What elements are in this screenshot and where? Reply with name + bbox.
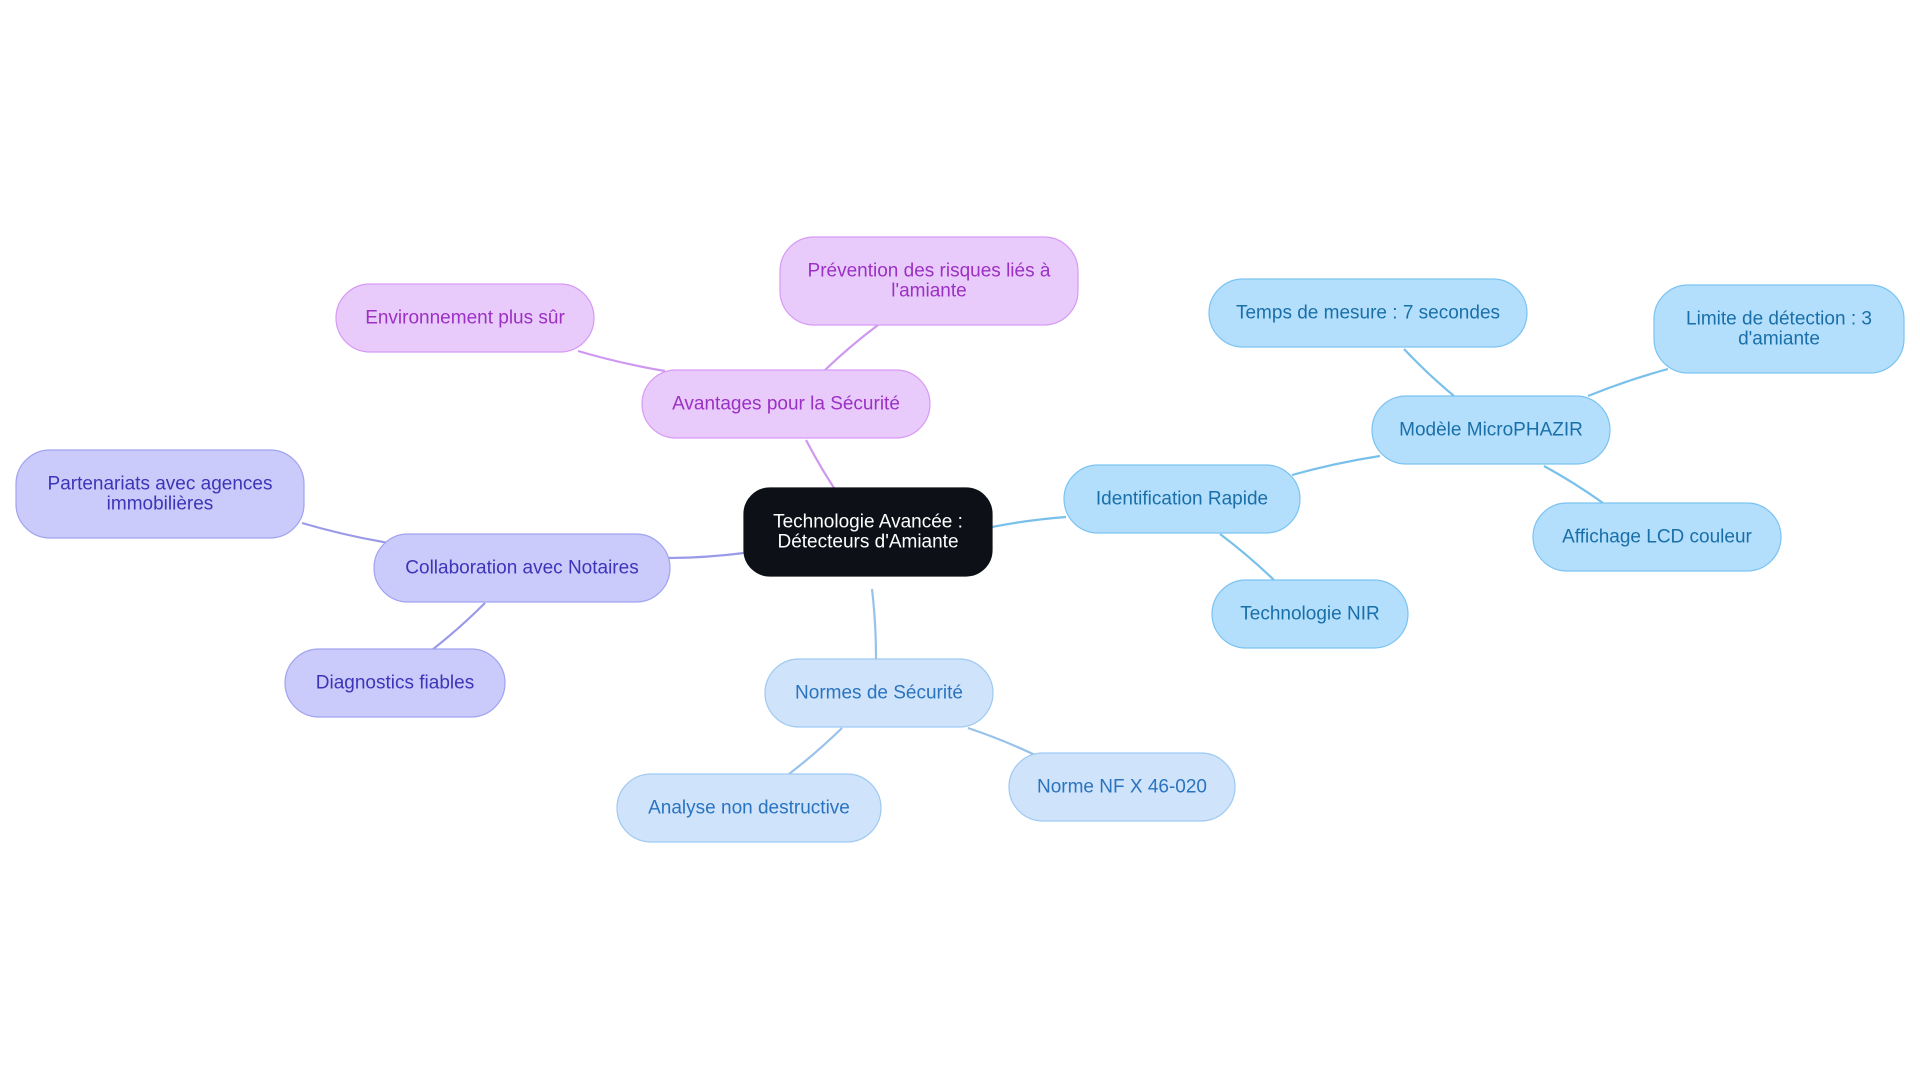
edge-prevention (824, 324, 879, 371)
node-label-line: Modèle MicroPHAZIR (1399, 420, 1583, 441)
edge-temps (1403, 348, 1455, 397)
node-box (1208, 278, 1528, 348)
node-label-line: Analyse non destructive (648, 798, 850, 819)
edge-lcd (1543, 465, 1604, 504)
node-box (779, 236, 1079, 326)
node-label-line: Norme NF X 46-020 (1037, 777, 1207, 798)
node-label-line: Normes de Sécurité (795, 683, 963, 704)
node-label-line: d'amiante (1738, 329, 1820, 350)
node-box (15, 449, 305, 539)
edge-normes (870, 588, 878, 661)
node-label-line: Identification Rapide (1096, 489, 1268, 510)
node-box (1211, 579, 1409, 649)
edge-nir (1219, 533, 1275, 581)
node-box (743, 487, 993, 577)
node-box (616, 773, 882, 843)
node-label-line: Technologie NIR (1240, 604, 1379, 625)
edge-analyse (788, 727, 843, 775)
node-label-line: l'amiante (891, 281, 966, 302)
node-label-line: Limite de détection : 3 (1686, 309, 1872, 330)
node-normes[interactable]: Normes de Sécurité (764, 658, 994, 728)
node-environnement[interactable]: Environnement plus sûr (335, 283, 595, 353)
node-prevention[interactable]: Prévention des risques liés àl'amiante (779, 236, 1079, 326)
node-box (1371, 395, 1611, 465)
nodes-layer: Technologie Avancée :Détecteurs d'Amiant… (15, 236, 1905, 843)
edges-layer (301, 324, 1669, 775)
node-label-line: Détecteurs d'Amiante (777, 532, 958, 553)
node-box (641, 369, 931, 439)
node-label-line: Environnement plus sûr (365, 308, 565, 329)
edge-diagnostics (431, 602, 486, 651)
node-label-line: Temps de mesure : 7 secondes (1236, 303, 1500, 324)
node-box (1063, 464, 1301, 534)
edge-norme-nf (967, 726, 1036, 756)
node-securite[interactable]: Avantages pour la Sécurité (641, 369, 931, 439)
node-box (1653, 284, 1905, 374)
node-label-line: Partenariats avec agences (48, 474, 273, 495)
edge-identification (991, 515, 1067, 529)
node-label-line: Prévention des risques liés à (808, 261, 1051, 282)
node-box (764, 658, 994, 728)
node-label-line: Diagnostics fiables (316, 673, 474, 694)
node-box (1532, 502, 1782, 572)
node-analyse[interactable]: Analyse non destructive (616, 773, 882, 843)
node-box (373, 533, 671, 603)
node-temps[interactable]: Temps de mesure : 7 secondes (1208, 278, 1528, 348)
node-box (284, 648, 506, 718)
node-norme-nf[interactable]: Norme NF X 46-020 (1008, 752, 1236, 822)
node-label-line: immobilières (107, 494, 214, 515)
node-nir[interactable]: Technologie NIR (1211, 579, 1409, 649)
node-microphazir[interactable]: Modèle MicroPHAZIR (1371, 395, 1611, 465)
edge-notaires (668, 551, 745, 560)
node-box (335, 283, 595, 353)
edge-limite (1587, 367, 1669, 398)
node-box (1008, 752, 1236, 822)
node-lcd[interactable]: Affichage LCD couleur (1532, 502, 1782, 572)
edge-environnement (577, 349, 666, 373)
node-notaires[interactable]: Collaboration avec Notaires (373, 533, 671, 603)
node-root[interactable]: Technologie Avancée :Détecteurs d'Amiant… (743, 487, 993, 577)
node-identification[interactable]: Identification Rapide (1063, 464, 1301, 534)
edge-partenariats (301, 521, 390, 545)
node-diagnostics[interactable]: Diagnostics fiables (284, 648, 506, 718)
node-limite[interactable]: Limite de détection : 3d'amiante (1653, 284, 1905, 374)
node-label-line: Collaboration avec Notaires (405, 558, 638, 579)
edge-microphazir (1291, 454, 1381, 477)
node-label-line: Affichage LCD couleur (1562, 527, 1752, 548)
node-label-line: Avantages pour la Sécurité (672, 394, 900, 415)
node-label-line: Technologie Avancée : (773, 512, 963, 533)
